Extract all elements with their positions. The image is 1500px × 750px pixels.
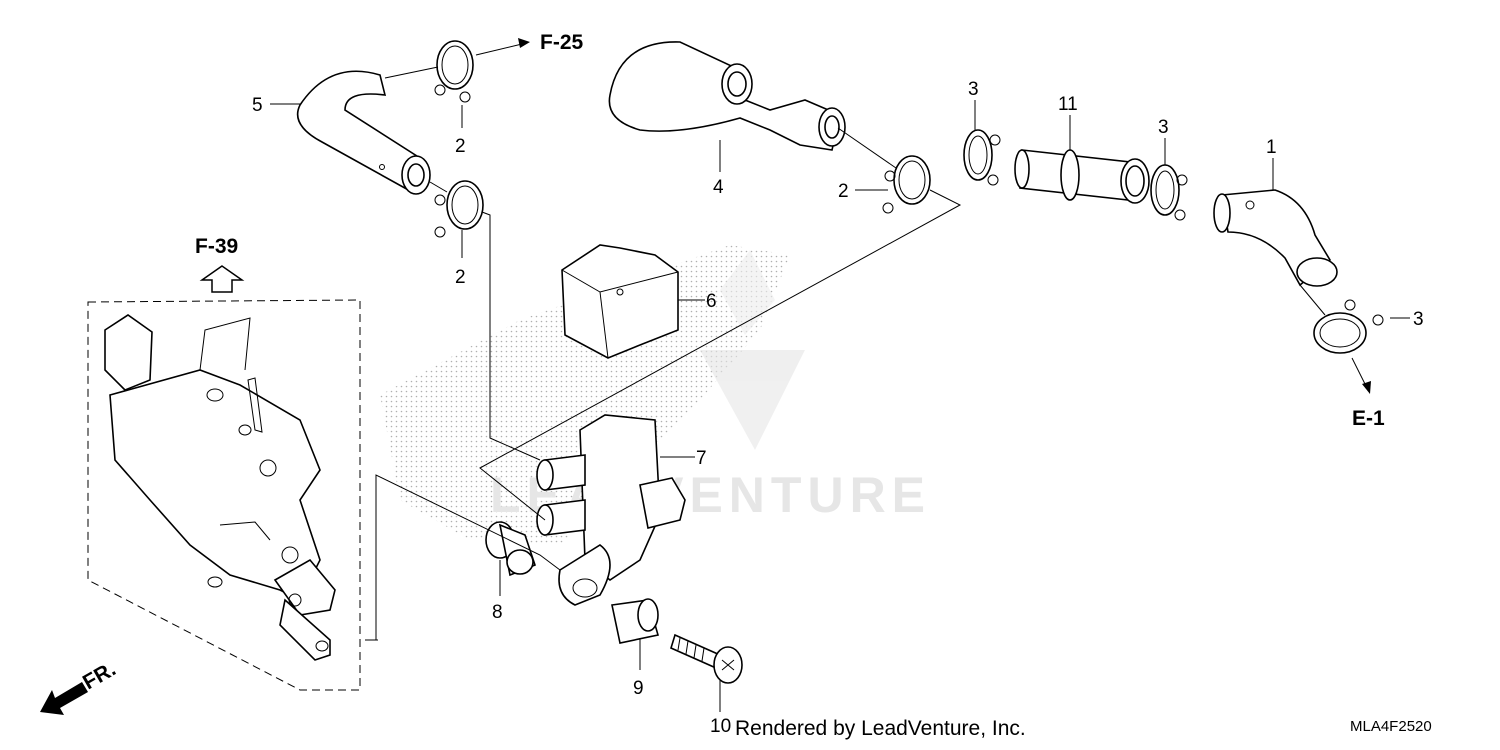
ref-e1: E-1	[1352, 407, 1385, 430]
part-6-cover	[561, 244, 679, 359]
front-arrow-icon	[40, 682, 88, 715]
rendered-by-credit: Rendered by LeadVenture, Inc.	[735, 717, 1026, 740]
clamp-3-left	[963, 129, 1001, 186]
bracket-assembly	[87, 299, 361, 691]
part-5-hose	[296, 70, 431, 195]
callout-6: 6	[706, 291, 717, 312]
callout-7: 7	[696, 448, 707, 469]
clamp-2-top	[434, 40, 474, 103]
callout-2-right: 2	[838, 181, 849, 202]
part-11-joint-pipe	[1014, 149, 1150, 204]
ref-f25: F-25	[540, 31, 584, 54]
callout-1: 1	[1266, 137, 1277, 158]
drawing-code: MLA4F2520	[1350, 718, 1432, 735]
leader-lines	[270, 38, 1410, 712]
callout-4: 4	[713, 177, 724, 198]
up-arrow-icon	[199, 265, 245, 293]
callout-9: 9	[633, 678, 644, 699]
callout-3-lower: 3	[1413, 309, 1424, 330]
clamp-2-middle	[434, 180, 484, 238]
ref-f39: F-39	[195, 235, 238, 258]
clamp-2-right	[882, 155, 931, 214]
part-9-collar	[611, 598, 660, 644]
part-8-grommet	[485, 521, 536, 577]
callout-8: 8	[492, 602, 503, 623]
callout-11: 11	[1058, 94, 1078, 115]
callout-10: 10	[710, 716, 731, 737]
callout-5: 5	[252, 95, 263, 116]
clamp-3-lower	[1313, 299, 1384, 354]
clamp-3-center	[1150, 164, 1188, 221]
part-4-hose	[608, 41, 846, 151]
callout-3-left: 3	[968, 79, 979, 100]
callout-2-middle: 2	[455, 267, 466, 288]
part-7-valve	[536, 414, 686, 606]
part-1-elbow	[1213, 189, 1338, 287]
callout-3-center: 3	[1158, 117, 1169, 138]
part-10-bolt	[670, 633, 743, 684]
callout-2-top: 2	[455, 136, 466, 157]
